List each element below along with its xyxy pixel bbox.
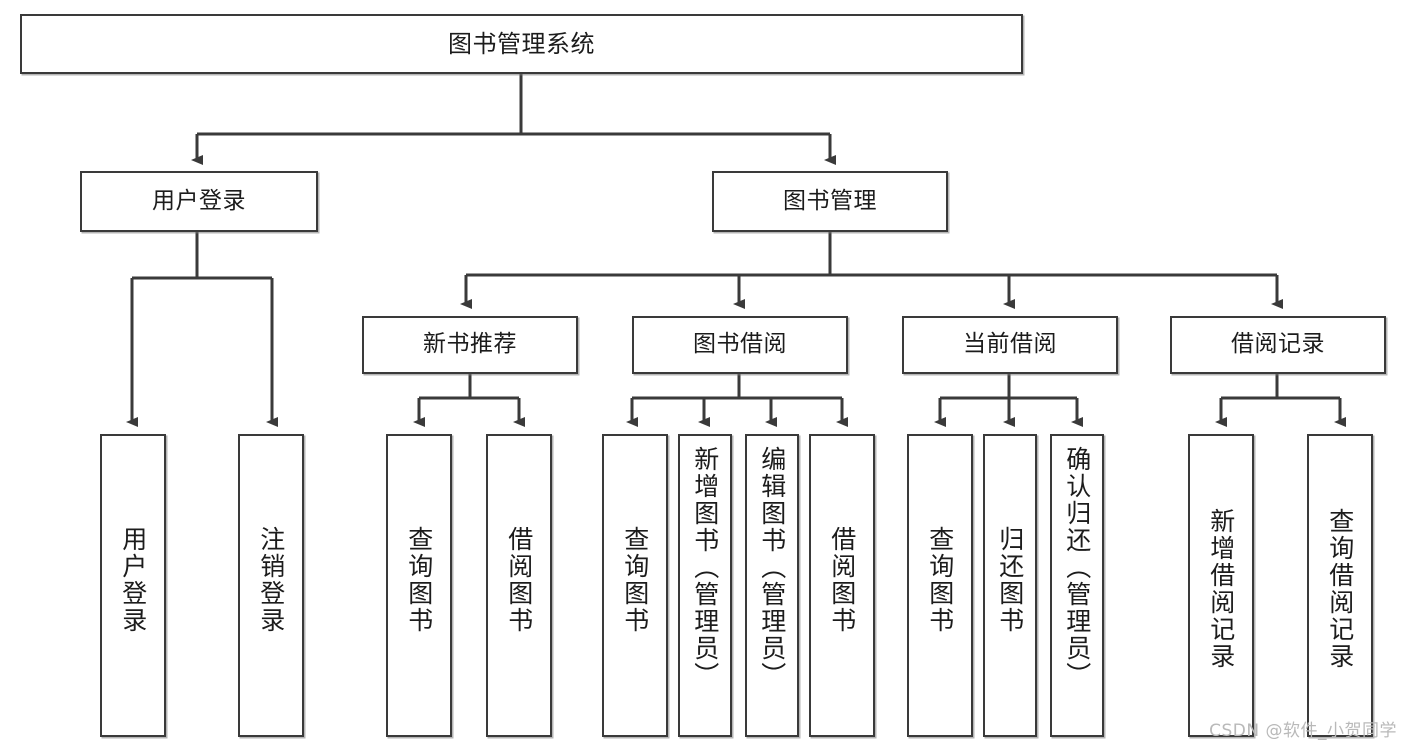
node-root-system[interactable]: 图书管理系统 [20,14,1023,74]
node-label: 查询图书 [925,526,955,634]
node-label: 新增借阅记录 [1206,508,1236,670]
node-label: 新书推荐 [423,331,517,358]
node-label: 查询图书 [620,526,650,634]
leaf-query-book-recommend[interactable]: 查询图书 [386,434,452,737]
csdn-watermark: CSDN @软件_小贺同学 [1209,721,1397,741]
node-book-borrow[interactable]: 图书借阅 [632,316,848,374]
leaf-add-borrow-record[interactable]: 新增借阅记录 [1188,434,1254,737]
node-label: 图书管理 [783,187,877,214]
node-current-borrow[interactable]: 当前借阅 [902,316,1118,374]
node-label: 注销登录 [256,526,286,634]
node-label: 用户登录 [152,187,246,214]
node-label: 归还图书 [995,526,1025,634]
node-label: 借阅图书 [504,526,534,634]
node-user-login[interactable]: 用户登录 [80,171,318,232]
node-label: 用户登录 [118,526,148,634]
node-book-management[interactable]: 图书管理 [712,171,948,232]
leaf-query-book-current[interactable]: 查询图书 [907,434,973,737]
node-borrow-record[interactable]: 借阅记录 [1170,316,1386,374]
node-label: 借阅记录 [1231,331,1325,358]
leaf-borrow-book-recommend[interactable]: 借阅图书 [486,434,552,737]
node-label: 图书借阅 [693,331,787,358]
leaf-edit-book-admin[interactable]: 编辑图书（管理员） [745,434,799,737]
leaf-query-borrow-record[interactable]: 查询借阅记录 [1307,434,1373,737]
node-label: 确认归还（管理员） [1062,446,1092,689]
leaf-return-book[interactable]: 归还图书 [983,434,1037,737]
node-label: 当前借阅 [963,331,1057,358]
node-label: 借阅图书 [827,526,857,634]
leaf-query-book-borrow[interactable]: 查询图书 [602,434,668,737]
leaf-logout-login[interactable]: 注销登录 [238,434,304,737]
leaf-user-login[interactable]: 用户登录 [100,434,166,737]
node-label: 新增图书（管理员） [690,446,720,689]
leaf-add-book-admin[interactable]: 新增图书（管理员） [678,434,732,737]
leaf-confirm-return-admin[interactable]: 确认归还（管理员） [1050,434,1104,737]
node-label: 编辑图书（管理员） [757,446,787,689]
node-new-book-recommend[interactable]: 新书推荐 [362,316,578,374]
node-label: 查询借阅记录 [1325,508,1355,670]
leaf-borrow-book-borrow[interactable]: 借阅图书 [809,434,875,737]
node-label: 查询图书 [404,526,434,634]
node-label: 图书管理系统 [448,29,595,58]
